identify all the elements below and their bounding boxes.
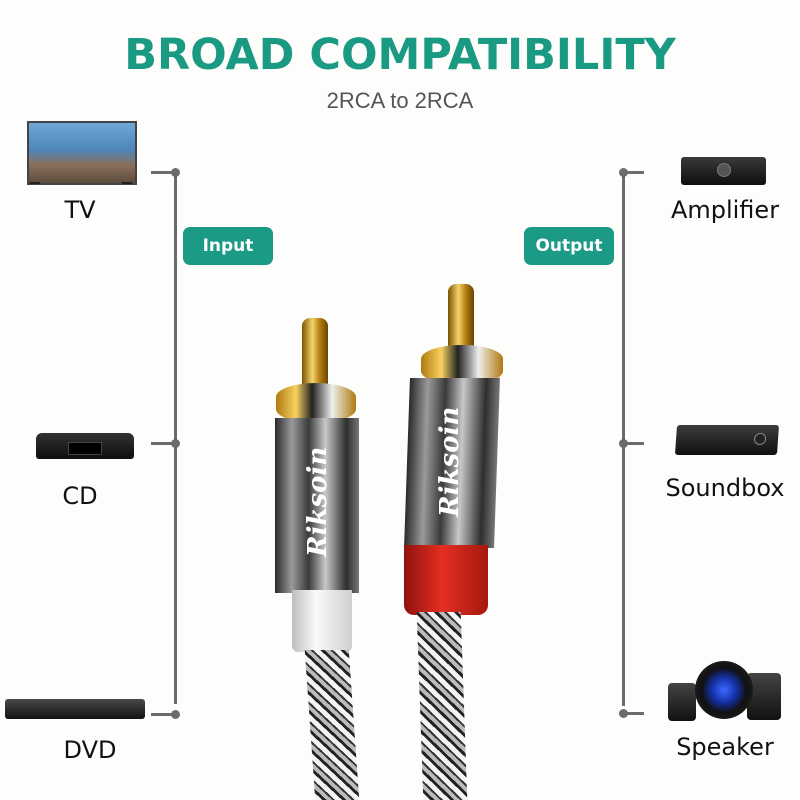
gold-ring-icon <box>276 383 356 423</box>
input-connector-tv <box>151 171 177 174</box>
cd-player-icon <box>36 433 134 459</box>
soundbox-icon <box>674 425 780 455</box>
tv-stand-icon <box>122 182 132 190</box>
input-node-cd <box>171 439 180 448</box>
page-title: BROAD COMPATIBILITY <box>124 30 676 80</box>
speaker-icon <box>695 661 753 719</box>
brand-logo: Riksoin <box>303 446 333 557</box>
white-collar-icon <box>292 590 352 652</box>
speaker-satellite-left-icon <box>668 683 696 721</box>
output-bracket-line <box>622 171 625 706</box>
amplifier-icon <box>681 157 766 185</box>
metal-barrel-icon <box>275 418 359 593</box>
dvd-player-icon <box>5 699 145 719</box>
output-connector-amplifier <box>622 171 644 174</box>
input-connector-cd <box>151 442 177 445</box>
amplifier-knob-icon <box>717 163 731 177</box>
device-label-speaker: Speaker <box>676 733 774 761</box>
tv-icon <box>27 121 137 185</box>
speaker-satellite-right-icon <box>747 673 781 720</box>
device-label-tv: TV <box>64 196 96 224</box>
page-subtitle: 2RCA to 2RCA <box>326 88 474 113</box>
output-connector-speaker <box>622 712 644 715</box>
tv-stand-icon <box>30 182 40 190</box>
output-badge: Output <box>524 227 614 265</box>
input-node-tv <box>171 168 180 177</box>
input-badge: Input <box>183 227 273 265</box>
braided-cable-icon <box>416 612 468 800</box>
output-node-speaker <box>619 709 628 718</box>
device-label-dvd: DVD <box>63 736 117 764</box>
device-label-soundbox: Soundbox <box>665 474 785 502</box>
input-node-dvd <box>171 710 180 719</box>
device-label-amplifier: Amplifier <box>670 196 780 224</box>
output-connector-soundbox <box>622 442 644 445</box>
soundbox-knob-icon <box>753 433 767 445</box>
braided-cable-icon <box>304 650 360 800</box>
brand-logo: Riksoin <box>435 406 465 517</box>
input-connector-dvd <box>151 713 177 716</box>
output-node-amplifier <box>619 168 628 177</box>
device-label-cd: CD <box>62 482 98 510</box>
red-collar-icon <box>404 545 488 615</box>
output-node-soundbox <box>619 439 628 448</box>
input-bracket-line <box>174 171 177 704</box>
cd-slot-icon <box>68 442 102 455</box>
